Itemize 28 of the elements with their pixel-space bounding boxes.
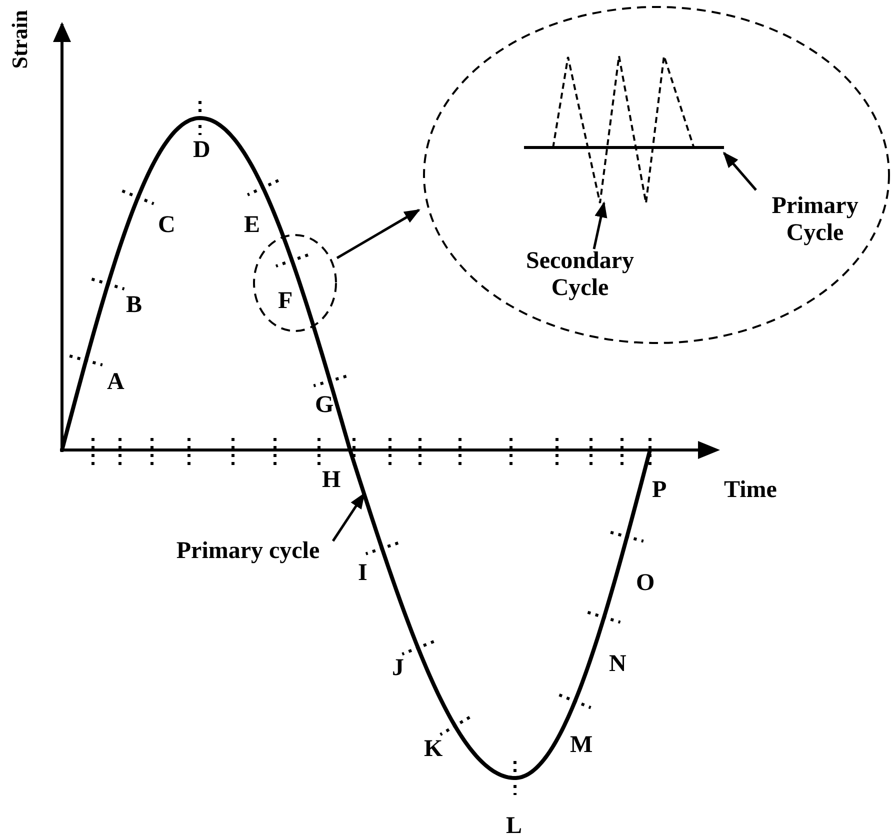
leader-line: [592, 201, 608, 250]
point-label: N: [609, 651, 626, 678]
point-label: F: [278, 288, 293, 315]
point-label: J: [392, 655, 404, 682]
arrow: [336, 208, 420, 260]
point-label: C: [158, 212, 176, 239]
axis-label: Time: [724, 477, 777, 504]
callout-text: Primary cycle: [148, 538, 348, 565]
leader-line: [722, 152, 757, 191]
point-label: M: [570, 732, 593, 759]
leader-line: [332, 492, 366, 542]
dashed-ellipse: [422, 5, 891, 345]
point-label: K: [424, 736, 443, 763]
callout-text: Secondary Cycle: [508, 248, 652, 302]
point-label: B: [126, 292, 142, 319]
point-label: D: [193, 137, 210, 164]
callout-text: Primary Cycle: [755, 193, 875, 247]
point-label: A: [107, 369, 124, 396]
point-label: E: [244, 212, 260, 239]
point-label: O: [636, 570, 655, 597]
axis-label: Strain: [6, 10, 33, 69]
point-label: G: [315, 392, 334, 419]
point-label: H: [322, 467, 341, 494]
point-label: L: [506, 813, 522, 839]
solid-line: [524, 146, 724, 149]
dashed-circle: [252, 233, 338, 333]
point-label: P: [652, 477, 667, 504]
point-label: I: [358, 560, 368, 587]
